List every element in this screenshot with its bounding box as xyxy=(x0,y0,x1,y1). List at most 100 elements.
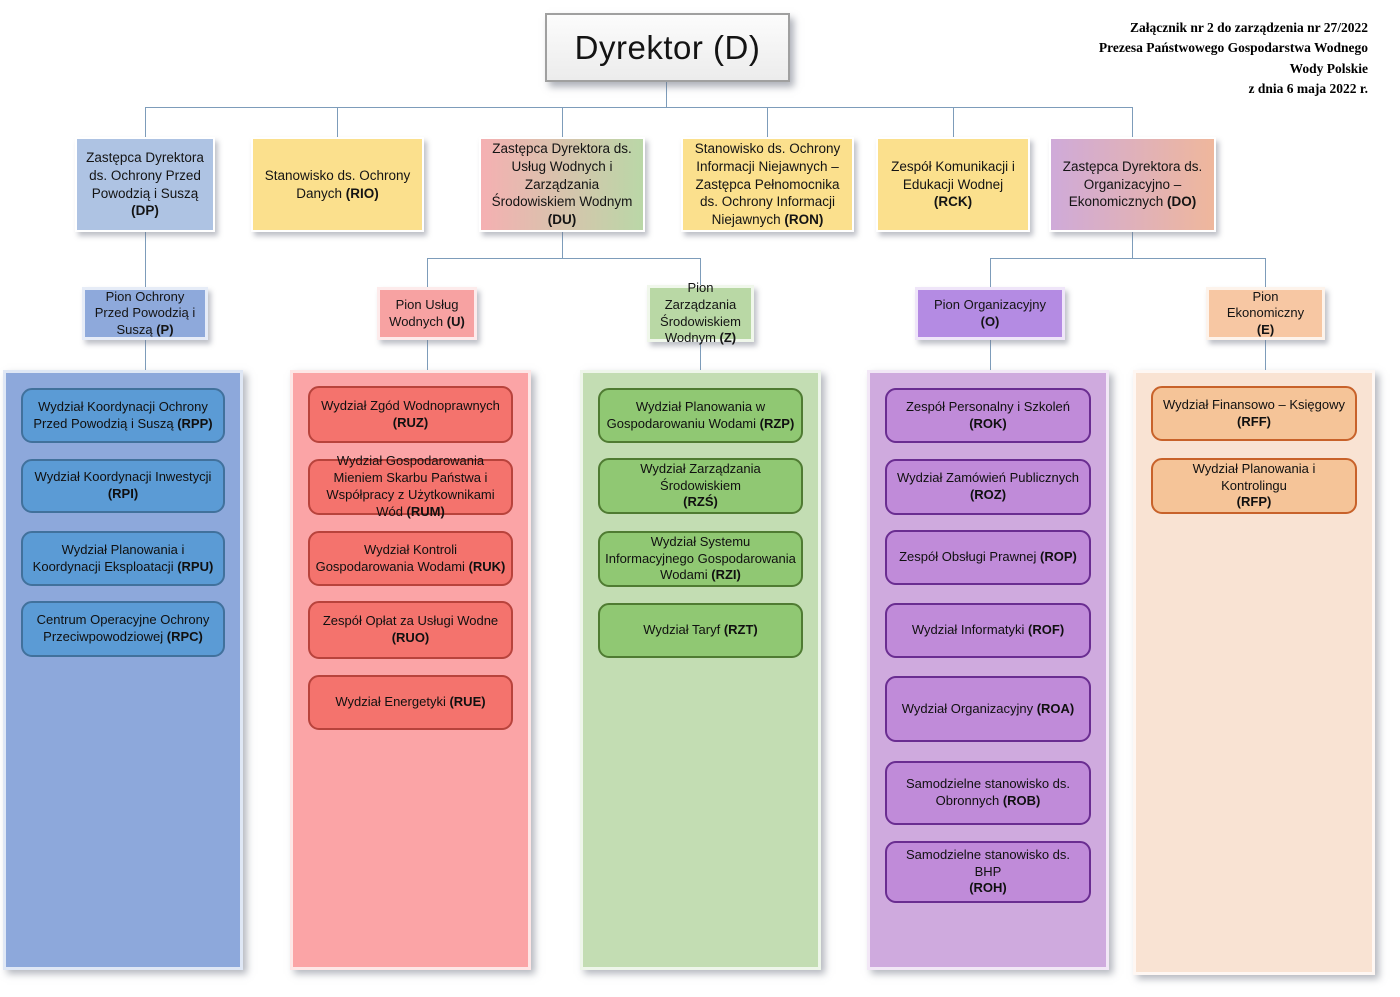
pion-label: Pion Usług Wodnych xyxy=(389,296,459,329)
dept-box-rpu: Wydział Planowania i Koordynacji Eksploa… xyxy=(21,531,225,586)
dept-code: (RPC) xyxy=(166,629,203,644)
pion-box-p: Pion Ochrony Przed Powodzią i Suszą (P) xyxy=(82,287,208,340)
attachment-note: Załącznik nr 2 do zarządzenia nr 27/2022… xyxy=(1099,18,1368,99)
dept-code: (RUK) xyxy=(468,558,506,574)
division-panel-economic: Wydział Finansowo – Księgowy (RFF) Wydzi… xyxy=(1133,370,1375,975)
dept-code: (ROB) xyxy=(1002,793,1041,808)
dept-label: Centrum Operacyjne Ochrony Przeciwpowodz… xyxy=(36,612,210,644)
dept-label: Wydział Planowania i Kontrolingu xyxy=(1192,460,1316,493)
division-panel-environment: Wydział Planowania w Gospodarowaniu Woda… xyxy=(580,370,821,970)
dept-label: Wydział Kontroli Gospodarowania Wodami xyxy=(315,541,465,574)
unit-box-do: Zastępca Dyrektora ds. Organizacyjno – E… xyxy=(1049,137,1216,232)
division-panel-flood-protection: Wydział Koordynacji Ochrony Przed Powodz… xyxy=(3,370,243,970)
pion-code: (U) xyxy=(446,313,465,329)
dept-label: Wydział Koordynacji Inwestycji xyxy=(34,469,212,485)
unit-box-rck: Zespół Komunikacji i Edukacji Wodnej (RC… xyxy=(876,137,1030,232)
dept-label: Wydział Zarządzania Środowiskiem xyxy=(640,460,761,493)
unit-label: Stanowisko ds. Ochrony Informacji Niejaw… xyxy=(694,140,841,228)
connector-do-stem xyxy=(1132,230,1133,258)
connector-drop-rck xyxy=(953,107,954,137)
dept-code: (RUM) xyxy=(406,503,445,519)
connector-drop-dp xyxy=(145,107,146,137)
dept-label: Wydział Systemu Informacyjnego Gospodaro… xyxy=(605,533,796,583)
pion-code: (Z) xyxy=(719,330,737,346)
dept-code: (ROA) xyxy=(1036,700,1075,716)
dept-code: (ROZ) xyxy=(969,487,1007,502)
dept-box-ruz: Wydział Zgód Wodnoprawnych (RUZ) xyxy=(308,386,513,443)
dept-box-rpp: Wydział Koordynacji Ochrony Przed Powodz… xyxy=(21,388,225,443)
dept-box-rzs: Wydział Zarządzania Środowiskiem (RZŚ) xyxy=(598,458,803,514)
dept-box-ruo: Zespół Opłat za Usługi Wodne (RUO) xyxy=(308,601,513,659)
dept-label: Zespół Opłat za Usługi Wodne xyxy=(322,613,499,629)
unit-box-du: Zastępca Dyrektora ds. Usług Wodnych i Z… xyxy=(479,137,645,232)
dept-code: (RPI) xyxy=(107,486,139,501)
dept-code: (RZT) xyxy=(723,622,758,638)
connector-root-stem xyxy=(666,82,667,107)
note-line: Załącznik nr 2 do zarządzenia nr 27/2022 xyxy=(1129,20,1368,35)
dept-box-rzt: Wydział Taryf (RZT) xyxy=(598,603,803,658)
dept-code: (RFF) xyxy=(1237,413,1271,429)
connector-drop-pion-u xyxy=(427,258,428,287)
dept-label: Wydział Informatyki xyxy=(911,622,1025,638)
unit-code: (DO) xyxy=(1167,194,1197,210)
dept-code: (RPU) xyxy=(177,558,214,574)
dept-box-rpi: Wydział Koordynacji Inwestycji (RPI) xyxy=(21,459,225,513)
dept-box-rff: Wydział Finansowo – Księgowy (RFF) xyxy=(1151,386,1357,441)
dept-box-rpc: Centrum Operacyjne Ochrony Przeciwpowodz… xyxy=(21,601,225,657)
unit-code: (DP) xyxy=(131,203,159,219)
connector-drop-ron xyxy=(767,107,768,137)
connector-level2-bus xyxy=(145,107,1133,108)
note-line: Prezesa Państwowego Gospodarstwa Wodnego xyxy=(1098,40,1368,56)
dept-code: (RZI) xyxy=(711,567,741,583)
connector-du-bus xyxy=(427,258,700,259)
dept-label: Wydział Taryf xyxy=(643,622,721,638)
dept-label: Wydział Gospodarowania Mieniem Skarbu Pa… xyxy=(326,453,495,519)
pion-code: (P) xyxy=(156,321,174,337)
pion-code: (E) xyxy=(1256,321,1275,337)
division-panel-organizational: Zespół Personalny i Szkoleń (ROK) Wydzia… xyxy=(867,370,1109,970)
dept-code: (RFP) xyxy=(1236,494,1272,510)
pion-box-e: Pion Ekonomiczny (E) xyxy=(1206,287,1325,340)
pion-box-u: Pion Usług Wodnych (U) xyxy=(377,287,477,340)
dept-code: (ROH) xyxy=(969,880,1007,896)
connector-pion-u-panel xyxy=(427,340,428,370)
dept-code: (RPP) xyxy=(177,415,213,431)
dept-box-rzp: Wydział Planowania w Gospodarowaniu Woda… xyxy=(598,388,803,443)
pion-box-o: Pion Organizacyjny (O) xyxy=(915,287,1065,340)
connector-du-stem xyxy=(562,232,563,258)
dept-box-rop: Zespół Obsługi Prawnej (ROP) xyxy=(885,530,1091,585)
director-box: Dyrektor (D) xyxy=(545,13,790,82)
unit-label: Zespół Komunikacji i Edukacji Wodnej xyxy=(891,158,1015,192)
connector-do-bus xyxy=(990,258,1266,259)
dept-box-rzi: Wydział Systemu Informacyjnego Gospodaro… xyxy=(598,531,803,587)
connector-drop-do xyxy=(1132,107,1133,137)
dept-box-rfp: Wydział Planowania i Kontrolingu (RFP) xyxy=(1151,458,1357,514)
unit-box-rio: Stanowisko ds. Ochrony Danych (RIO) xyxy=(251,137,424,232)
connector-drop-du xyxy=(562,107,563,137)
connector-pion-z-panel xyxy=(700,342,701,370)
dept-box-ruk: Wydział Kontroli Gospodarowania Wodami (… xyxy=(308,531,513,586)
unit-code: (RON) xyxy=(784,212,824,228)
connector-drop-pion-o xyxy=(990,258,991,287)
dept-box-rok: Zespół Personalny i Szkoleń (ROK) xyxy=(885,388,1091,443)
unit-code: (RIO) xyxy=(345,185,379,201)
dept-label: Zespół Obsługi Prawnej xyxy=(899,549,1037,565)
pion-label: Pion Ekonomiczny xyxy=(1226,288,1305,321)
unit-code: (RCK) xyxy=(933,194,973,210)
note-line: Wody Polskie xyxy=(1289,60,1368,76)
director-label: Dyrektor (D) xyxy=(574,28,761,66)
connector-pion-o-panel xyxy=(990,340,991,370)
dept-box-roa: Wydział Organizacyjny (ROA) xyxy=(885,676,1091,742)
unit-label: Zastępca Dyrektora ds. Organizacyjno – E… xyxy=(1062,158,1203,210)
connector-drop-pion-z xyxy=(700,258,701,285)
dept-code: (RUE) xyxy=(449,694,486,710)
dept-code: (ROF) xyxy=(1028,622,1065,638)
dept-label: Wydział Koordynacji Ochrony Przed Powodz… xyxy=(33,398,208,431)
unit-box-dp: Zastępca Dyrektora ds. Ochrony Przed Pow… xyxy=(75,137,215,232)
pion-label: Pion Zarządzania Środowiskiem Wodnym xyxy=(660,280,741,346)
dept-label: Samodzielne stanowisko ds. BHP xyxy=(905,846,1071,879)
connector-pion-e-panel xyxy=(1265,340,1266,370)
dept-label: Wydział Planowania w Gospodarowaniu Woda… xyxy=(606,398,766,431)
dept-label: Samodzielne stanowisko ds. Obronnych xyxy=(905,776,1071,808)
